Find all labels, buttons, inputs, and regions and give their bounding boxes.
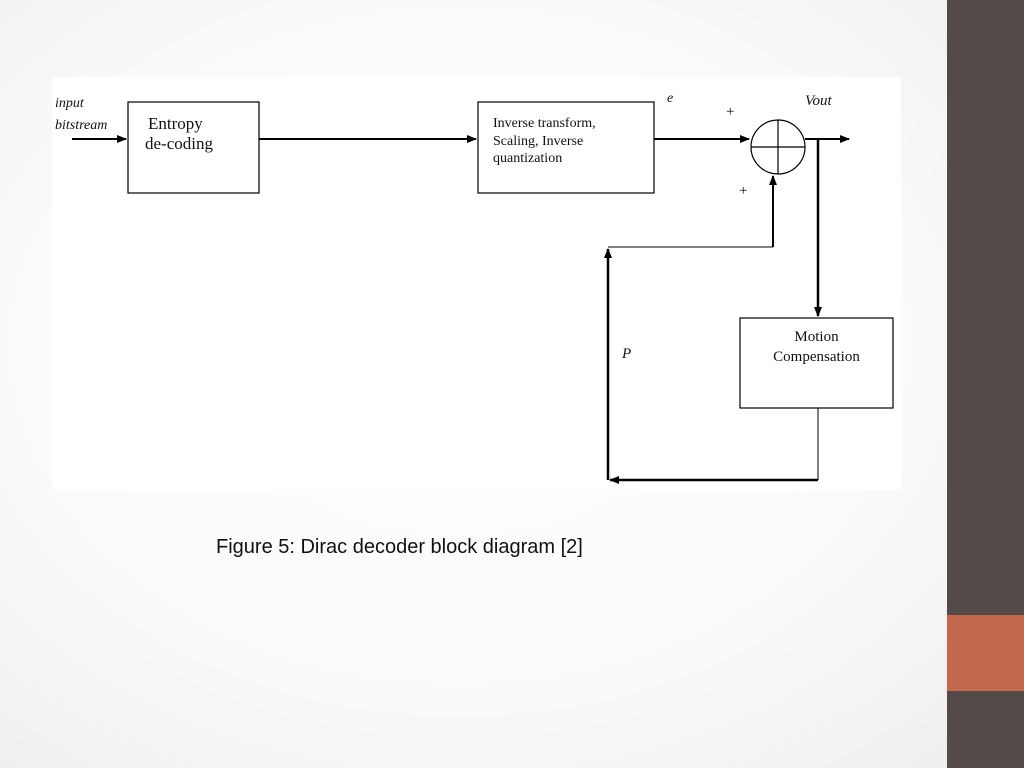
inverse-label-line1: Inverse transform, (493, 116, 596, 131)
inverse-label-line2: Scaling, Inverse (493, 133, 584, 149)
entropy-block-label: Entropy de-coding (145, 114, 213, 155)
figure-caption: Figure 5: Dirac decoder block diagram [2… (216, 536, 583, 558)
motion-label-line2: Compensation (773, 348, 860, 365)
entropy-decoding-block (127, 101, 260, 194)
e-label: e (667, 91, 674, 106)
motion-block-label: Motion Compensation (740, 328, 893, 367)
inverse-block-label: Inverse transform, Scaling, Inverse quan… (493, 115, 596, 168)
input-label-line2: bitstream (55, 118, 108, 133)
entropy-label-line2: de-coding (145, 134, 213, 154)
plus-top-label: + (726, 104, 735, 120)
motion-label-line1: Motion (794, 329, 839, 345)
motion-compensation-block (739, 317, 894, 409)
vout-label: Vout (805, 93, 832, 109)
p-label: P (622, 346, 632, 362)
inverse-label-line3: quantization (493, 151, 563, 166)
input-label-line1: input (55, 96, 84, 111)
sidebar-accent-block (947, 615, 1024, 691)
block-diagram (72, 101, 894, 484)
inverse-transform-block (477, 101, 655, 194)
plus-bottom-label: + (739, 183, 748, 199)
entropy-label-line1: Entropy (148, 114, 203, 133)
